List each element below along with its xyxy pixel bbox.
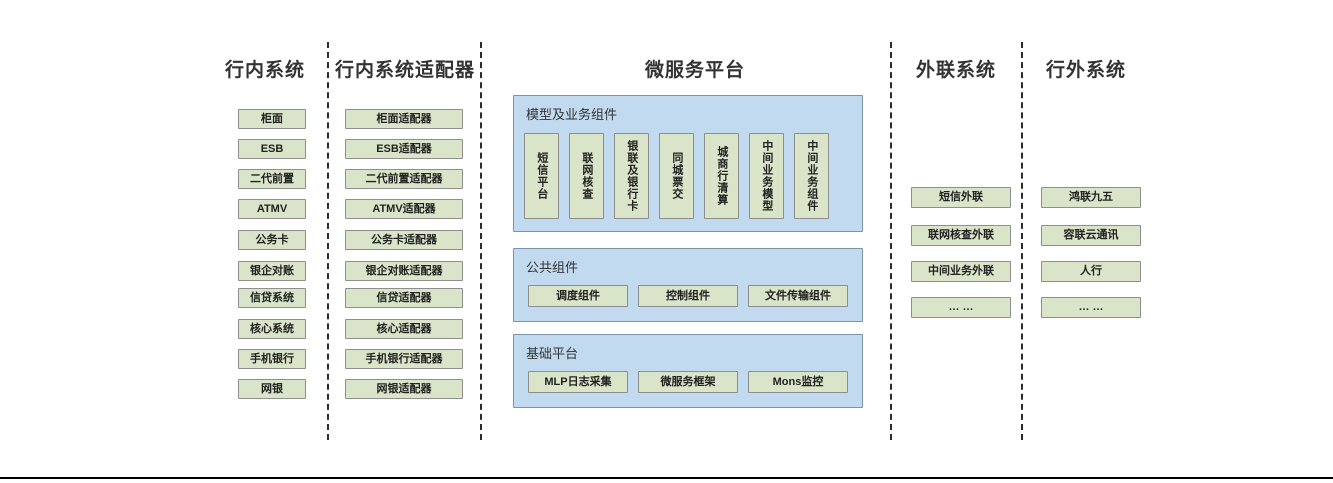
node-in-bank-system[interactable]: 银企对账 — [238, 261, 306, 281]
node-in-bank-system[interactable]: 网银 — [238, 379, 306, 399]
column-divider-2 — [480, 42, 482, 440]
column-divider-1 — [327, 42, 329, 440]
node-external-link-system[interactable]: … … — [911, 297, 1011, 318]
node-base-platform-component[interactable]: 微服务框架 — [638, 371, 738, 393]
node-public-component[interactable]: 控制组件 — [638, 285, 738, 307]
node-in-bank-adapter[interactable]: 银企对账适配器 — [345, 261, 463, 281]
panel-label-model-business-components: 模型及业务组件 — [526, 107, 618, 122]
node-in-bank-system[interactable]: 二代前置 — [238, 169, 306, 189]
column-title-microservice-platform: 微服务平台 — [644, 60, 745, 81]
node-in-bank-adapter[interactable]: 二代前置适配器 — [345, 169, 463, 189]
column-divider-3 — [890, 42, 892, 440]
node-model-component[interactable]: 城商行清算 — [704, 133, 739, 219]
node-in-bank-adapter[interactable]: 核心适配器 — [345, 319, 463, 339]
node-model-component[interactable]: 中间业务组件 — [794, 133, 829, 219]
column-title-in-bank-systems: 行内系统 — [224, 60, 305, 81]
node-in-bank-adapter[interactable]: 公务卡适配器 — [345, 230, 463, 250]
node-external-link-system[interactable]: 短信外联 — [911, 187, 1011, 208]
node-model-component[interactable]: 同城票交 — [659, 133, 694, 219]
node-model-component[interactable]: 联网核查 — [569, 133, 604, 219]
node-outside-bank-system[interactable]: 人行 — [1041, 261, 1141, 282]
node-in-bank-system[interactable]: 公务卡 — [238, 230, 306, 250]
node-external-link-system[interactable]: 中间业务外联 — [911, 261, 1011, 282]
node-in-bank-adapter[interactable]: 信贷适配器 — [345, 288, 463, 308]
node-external-link-system[interactable]: 联网核查外联 — [911, 225, 1011, 246]
node-in-bank-system[interactable]: 柜面 — [238, 109, 306, 129]
node-in-bank-adapter[interactable]: ATMV适配器 — [345, 199, 463, 219]
column-title-external-link-systems: 外联系统 — [915, 60, 996, 81]
column-title-outside-bank-systems: 行外系统 — [1045, 60, 1126, 81]
node-model-component[interactable]: 中间业务模型 — [749, 133, 784, 219]
node-outside-bank-system[interactable]: 容联云通讯 — [1041, 225, 1141, 246]
node-outside-bank-system[interactable]: … … — [1041, 297, 1141, 318]
node-in-bank-system[interactable]: 手机银行 — [238, 349, 306, 369]
column-title-in-bank-adapters: 行内系统适配器 — [334, 60, 475, 81]
bottom-divider-rule — [0, 477, 1333, 479]
node-base-platform-component[interactable]: Mons监控 — [748, 371, 848, 393]
node-in-bank-adapter[interactable]: ESB适配器 — [345, 139, 463, 159]
node-in-bank-adapter[interactable]: 柜面适配器 — [345, 109, 463, 129]
node-in-bank-system[interactable]: 核心系统 — [238, 319, 306, 339]
column-divider-4 — [1021, 42, 1023, 440]
node-in-bank-system[interactable]: ESB — [238, 139, 306, 159]
node-model-component[interactable]: 银联及银行卡 — [614, 133, 649, 219]
panel-label-base-platform: 基础平台 — [526, 346, 579, 361]
node-public-component[interactable]: 文件传输组件 — [748, 285, 848, 307]
node-in-bank-adapter[interactable]: 网银适配器 — [345, 379, 463, 399]
node-outside-bank-system[interactable]: 鸿联九五 — [1041, 187, 1141, 208]
node-in-bank-system[interactable]: ATMV — [238, 199, 306, 219]
node-public-component[interactable]: 调度组件 — [528, 285, 628, 307]
node-in-bank-adapter[interactable]: 手机银行适配器 — [345, 349, 463, 369]
node-in-bank-system[interactable]: 信贷系统 — [238, 288, 306, 308]
node-base-platform-component[interactable]: MLP日志采集 — [528, 371, 628, 393]
panel-label-public-components: 公共组件 — [526, 260, 579, 275]
node-model-component[interactable]: 短信平台 — [524, 133, 559, 219]
